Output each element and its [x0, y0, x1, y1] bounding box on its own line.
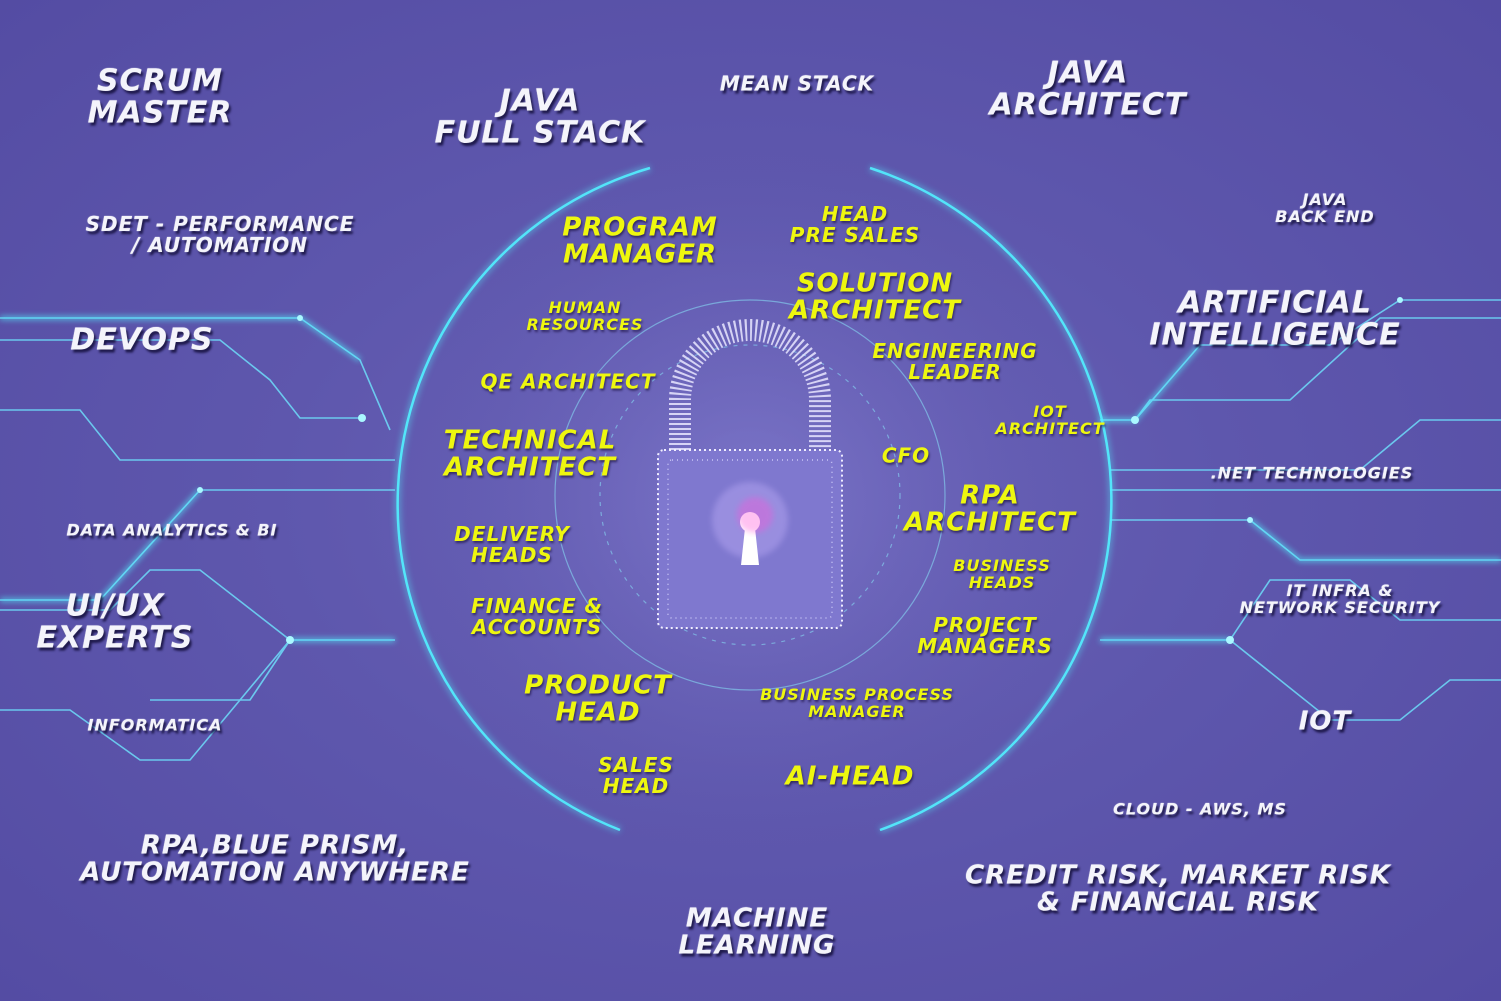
label-solution-architect: SOLUTION ARCHITECT — [789, 268, 961, 326]
label-delivery-heads: DELIVERY HEADS — [454, 522, 570, 567]
label-credit-risk: CREDIT RISK, MARKET RISK & FINANCIAL RIS… — [965, 860, 1391, 918]
label-engineering-leader: ENGINEERING LEADER — [872, 339, 1038, 384]
label-product-head: PRODUCT HEAD — [524, 670, 672, 728]
label-iot: IOT — [1298, 706, 1352, 737]
label-mean-stack: MEAN STACK — [719, 71, 875, 96]
label-dotnet-technologies: .NET TECHNOLOGIES — [1210, 463, 1414, 483]
label-scrum-master: SCRUM MASTER — [87, 63, 233, 130]
label-business-process-manager: BUSINESS PROCESS MANAGER — [760, 685, 954, 721]
label-sales-head: SALES HEAD — [598, 753, 674, 798]
label-project-managers: PROJECT MANAGERS — [917, 613, 1053, 658]
label-machine-learning: MACHINE LEARNING — [678, 903, 836, 961]
label-ui-ux-experts: UI/UX EXPERTS — [36, 588, 194, 655]
label-data-analytics: DATA ANALYTICS & BI — [66, 520, 278, 540]
label-ai-head: AI-HEAD — [785, 761, 915, 792]
label-technical-architect: TECHNICAL ARCHITECT — [443, 425, 617, 483]
label-cfo: CFO — [881, 443, 931, 468]
label-java-back-end: JAVA BACK END — [1275, 190, 1375, 226]
label-head-pre-sales: HEAD PRE SALES — [789, 202, 921, 247]
label-qe-architect: QE ARCHITECT — [480, 369, 656, 394]
label-java-architect: JAVA ARCHITECT — [989, 55, 1187, 122]
label-informatica: INFORMATICA — [87, 715, 223, 735]
circuit-lines-right — [1100, 299, 1501, 721]
circuit-nodes — [197, 297, 1403, 644]
padlock-icon — [657, 319, 843, 629]
label-sdet: SDET - PERFORMANCE / AUTOMATION — [85, 212, 355, 257]
inner-rings — [554, 299, 946, 691]
label-artificial-intelligence: ARTIFICIAL INTELLIGENCE — [1149, 285, 1401, 352]
label-cloud: CLOUD - AWS, MS — [1113, 799, 1287, 819]
label-human-resources: HUMAN RESOURCES — [526, 298, 644, 334]
label-it-infra: IT INFRA & NETWORK SECURITY — [1239, 581, 1441, 617]
label-iot-architect: IOT ARCHITECT — [995, 402, 1105, 438]
label-rpa-blue-prism: RPA,BLUE PRISM, AUTOMATION ANYWHERE — [80, 830, 470, 888]
label-finance-accounts: FINANCE & ACCOUNTS — [471, 594, 603, 639]
label-rpa-architect: RPA ARCHITECT — [904, 480, 1076, 538]
label-business-heads: BUSINESS HEADS — [953, 556, 1051, 592]
label-program-manager: PROGRAM MANAGER — [562, 212, 718, 270]
label-java-full-stack: JAVA FULL STACK — [434, 83, 646, 150]
label-devops: DEVOPS — [70, 322, 214, 358]
